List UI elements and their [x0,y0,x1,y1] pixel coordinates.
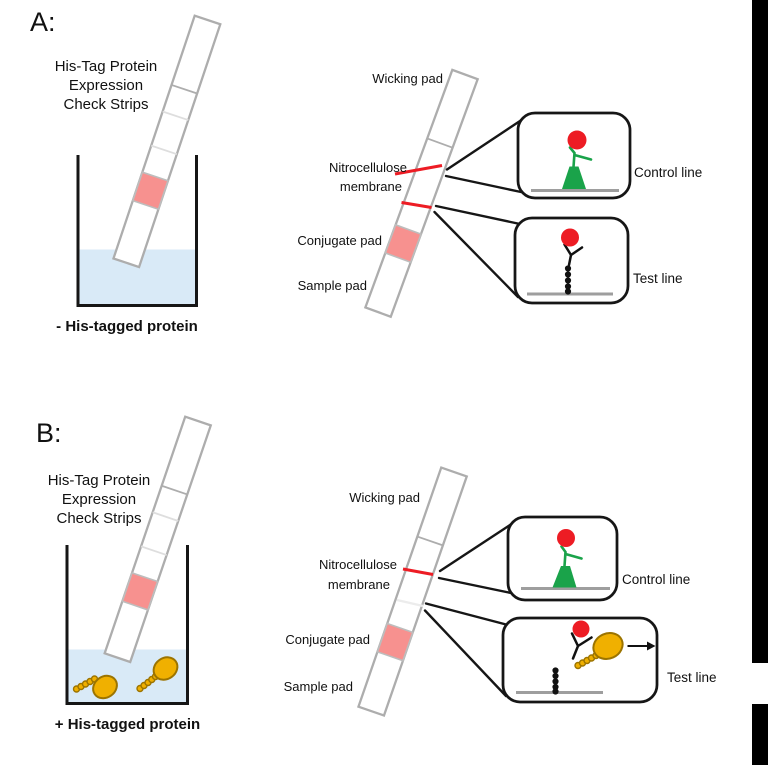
test-antibody-icon [570,632,593,660]
control-line-icon-a [531,130,619,192]
caption-line: Check Strips [56,510,142,527]
conjugate-pad-dipped-a [131,171,169,211]
label-conjugate-pad-b: Conjugate pad [285,632,370,647]
panel-b-label: B: [36,418,62,448]
gold-particle-icon [567,130,587,150]
protein-blob-icon [152,656,179,681]
dipped-strip-a [112,14,222,269]
blank-test-line-mark-b [396,598,424,608]
label-membrane-b: membrane [327,577,390,592]
beaker-a [76,155,198,307]
label-sample-pad-a: Sample pad [297,278,367,293]
test-line-icon-a [527,228,613,296]
labeled-strip-a [363,68,480,319]
control-line-box-b [506,515,619,602]
conjugate-pad-dipped-b [121,571,159,611]
screen-edge-bar-top [752,0,768,663]
test-line-box-a [513,216,630,305]
gold-particle-icon [561,228,579,247]
his-tagged-protein-icon [72,674,118,700]
caption-line: Expression [61,491,137,508]
label-test-line-a: Test line [633,271,683,286]
gold-particle-icon [572,620,590,638]
his-tag-bead-stack-icon [564,265,572,295]
caption-line: Expression [68,77,144,94]
label-membrane-a: membrane [339,179,402,194]
label-wicking-pad-b: Wicking pad [349,490,420,505]
his-tag-bead-stack-icon [552,667,559,695]
test-line-mark-a [401,201,432,209]
label-wicking-pad-a: Wicking pad [372,71,443,86]
label-nitrocellulose-b: Nitrocellulose [318,557,397,572]
labeled-strip-b [356,466,469,717]
protein-blob-icon [92,674,118,700]
beaker-caption-a: - His-tagged protein [56,318,198,335]
label-control-line-b: Control line [622,572,691,587]
screen-edge-bar-bottom [752,704,768,765]
test-antibody-icon [563,243,584,267]
immobilized-capture-icon [552,566,577,588]
label-sample-pad-b: Sample pad [283,679,353,694]
dipped-strip-b [103,415,213,664]
label-test-line-b: Test line [667,670,717,685]
callout-lines-b [423,521,515,698]
strip-caption-a: His-Tag Protein Expression Check Strips [41,57,171,114]
panel-a-label: A: [30,7,56,37]
label-conjugate-pad-a: Conjugate pad [297,233,382,248]
his-tagged-protein-icon [136,656,179,693]
callout-lines-a [433,117,525,299]
flow-arrow-head-icon [647,641,656,651]
label-nitrocellulose-a: Nitrocellulose [328,160,407,175]
control-line-icon-b [521,529,610,590]
caption-line: His-Tag Protein [54,58,158,75]
caption-line: His-Tag Protein [47,472,151,489]
conjugate-pad-a [384,223,423,264]
control-line-mark-b [402,567,434,576]
test-line-icon-b [516,620,656,695]
caption-line: Check Strips [63,96,149,113]
beaker-caption-b: + His-tagged protein [54,716,201,733]
control-line-mark-a [394,164,443,176]
control-antibody-icon [568,146,593,169]
control-antibody-icon [560,545,583,568]
conjugate-pad-b [376,622,414,662]
label-control-line-a: Control line [634,165,703,180]
immobilized-capture-icon [562,166,586,189]
protein-blob-icon [592,632,624,660]
gold-particle-icon [557,529,575,547]
beaker-b [65,545,189,705]
strip-caption-b: His-Tag Protein Expression Check Strips [34,471,164,528]
